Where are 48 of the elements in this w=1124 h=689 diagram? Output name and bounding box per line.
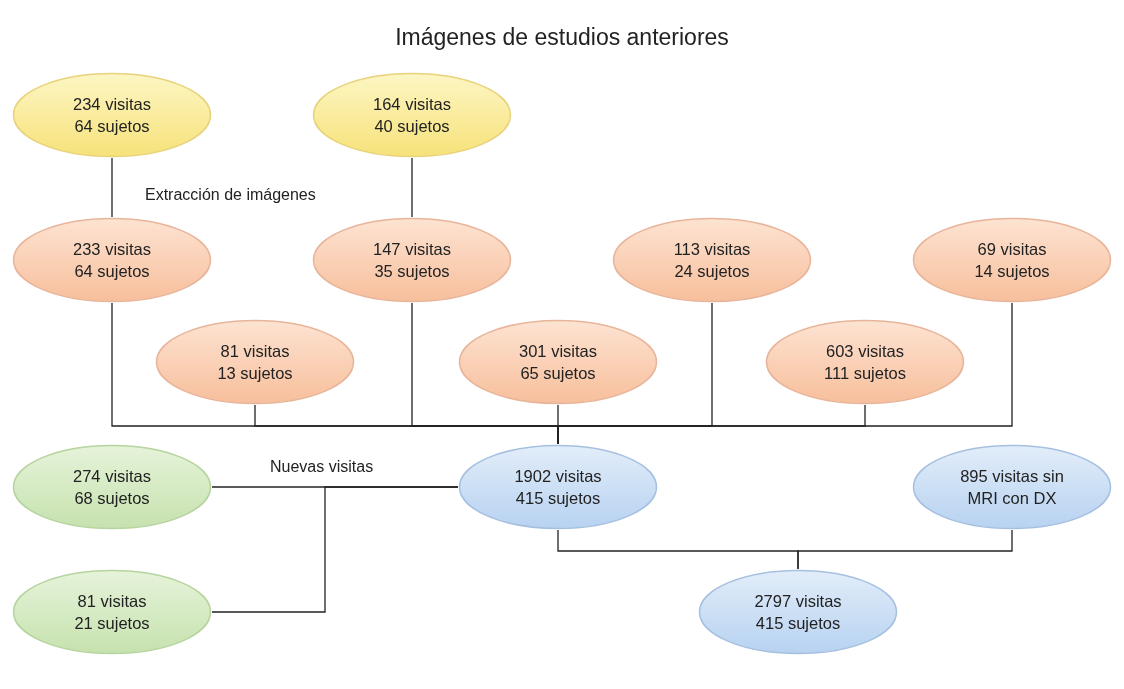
node-text: 113 visitas <box>673 239 751 260</box>
node-text: 21 sujetos <box>74 613 150 634</box>
node-text: 2797 visitas <box>754 591 842 612</box>
node-text: 81 visitas <box>220 341 290 362</box>
node-text: 35 sujetos <box>374 261 450 282</box>
annotation-label: Extracción de imágenes <box>145 186 316 204</box>
ellipse-node <box>12 72 212 158</box>
node-text: 81 visitas <box>77 591 147 612</box>
node-text: 40 sujetos <box>374 116 450 137</box>
node-text: 14 sujetos <box>974 261 1050 282</box>
connector-line <box>211 486 459 613</box>
node-text: 64 sujetos <box>74 261 150 282</box>
node-text: 895 visitas sin MRI con DX <box>959 466 1065 509</box>
ellipse-node <box>912 444 1112 530</box>
ellipse-node <box>155 319 355 405</box>
node-text: 111 sujetos <box>824 363 906 384</box>
ellipse-node <box>312 217 512 303</box>
node-text: 234 visitas <box>73 94 151 115</box>
ellipse-node <box>912 217 1112 303</box>
node-text: 164 visitas <box>373 94 451 115</box>
node-text: 301 visitas <box>519 341 597 362</box>
ellipse-node <box>312 72 512 158</box>
connector-line <box>797 529 1013 570</box>
ellipse-node <box>12 217 212 303</box>
diagram-title: Imágenes de estudios anteriores <box>394 24 730 51</box>
ellipse-node <box>698 569 898 655</box>
node-text: 64 sujetos <box>74 116 150 137</box>
connector-line <box>411 157 413 218</box>
ellipse-node <box>765 319 965 405</box>
node-text: 24 sujetos <box>674 261 750 282</box>
node-text: 68 sujetos <box>74 488 150 509</box>
annotation-label: Nuevas visitas <box>270 458 374 476</box>
ellipse-node <box>12 569 212 655</box>
ellipse-node <box>458 319 658 405</box>
node-text: 274 visitas <box>73 466 151 487</box>
node-text: 13 sujetos <box>217 363 293 384</box>
node-text: 603 visitas <box>826 341 904 362</box>
connector-line <box>111 157 113 218</box>
ellipse-node <box>458 444 658 530</box>
node-text: 233 visitas <box>73 239 151 260</box>
node-text: 147 visitas <box>373 239 451 260</box>
node-text: 415 sujetos <box>755 613 841 634</box>
node-text: 415 sujetos <box>515 488 601 509</box>
ellipse-node <box>612 217 812 303</box>
node-text: 69 visitas <box>977 239 1047 260</box>
ellipse-node <box>12 444 212 530</box>
node-text: 1902 visitas <box>514 466 602 487</box>
node-text: 65 sujetos <box>520 363 596 384</box>
